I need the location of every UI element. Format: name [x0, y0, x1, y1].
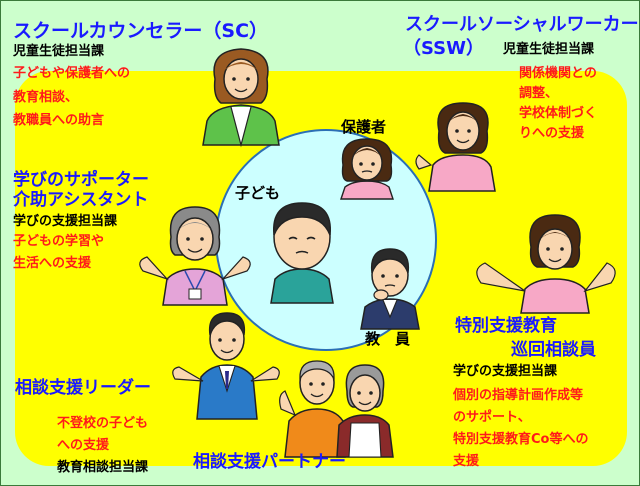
ssw-duty-3: 学校体制づく — [519, 106, 598, 121]
ssw-title-2: （SSW） — [403, 38, 484, 59]
sc-duty-2: 教育相談、 — [13, 90, 79, 105]
ssw-duty-4: りへの支援 — [519, 126, 585, 141]
child-figure — [270, 202, 334, 304]
partner-couple-figure — [279, 360, 394, 458]
supporter-dept: 学びの支援担当課 — [13, 214, 118, 229]
special-duty-1: 個別の指導計画作成等 — [453, 388, 584, 403]
leader-duty-1: 不登校の子ども — [57, 416, 149, 431]
sc-title: スクールカウンセラー（SC） — [13, 20, 269, 42]
sc-dept: 児童生徒担当課 — [13, 44, 105, 59]
special-title-1: 特別支援教育 — [455, 316, 557, 336]
ssw-dept: 児童生徒担当課 — [503, 42, 595, 57]
guardian-figure — [340, 138, 394, 200]
ssw-worker-figure — [415, 102, 496, 192]
leader-dept: 教育相談担当課 — [57, 460, 149, 475]
special-duty-3: 特別支援教育Co等への — [453, 432, 589, 447]
guardian-label: 保護者 — [341, 118, 387, 136]
supporter-duty-2: 生活への支援 — [13, 256, 92, 271]
special-duty-2: のサポート、 — [453, 410, 531, 425]
child-label: 子ども — [235, 184, 281, 202]
leader-duty-2: への支援 — [57, 438, 110, 453]
supporter-duty-1: 子どもの学習や — [13, 234, 105, 249]
ssw-duty-2: 調整、 — [519, 86, 559, 101]
special-duty-4: 支援 — [453, 454, 480, 469]
sc-duty-3: 教職員への助言 — [13, 113, 105, 128]
partner-title: 相談支援パートナー — [193, 452, 346, 472]
ssw-title-1: スクールソーシャルワーカー — [405, 14, 639, 35]
supporter-figure — [139, 206, 251, 306]
teacher-label: 教 員 — [365, 330, 411, 348]
supporter-title-1: 学びのサポーター — [13, 170, 149, 190]
special-title-2: 巡回相談員 — [511, 340, 596, 360]
leader-figure — [172, 312, 280, 420]
supporter-title-2: 介助アシスタント — [13, 190, 149, 210]
special-dept: 学びの支援担当課 — [453, 364, 558, 379]
special-consultant-figure — [476, 214, 616, 314]
sc-duty-1: 子どもや保護者への — [13, 66, 131, 81]
leader-title: 相談支援リーダー — [15, 378, 151, 398]
sc-counselor-figure — [202, 48, 280, 148]
ssw-duty-1: 関係機関との — [519, 66, 597, 81]
teacher-figure — [360, 248, 420, 330]
